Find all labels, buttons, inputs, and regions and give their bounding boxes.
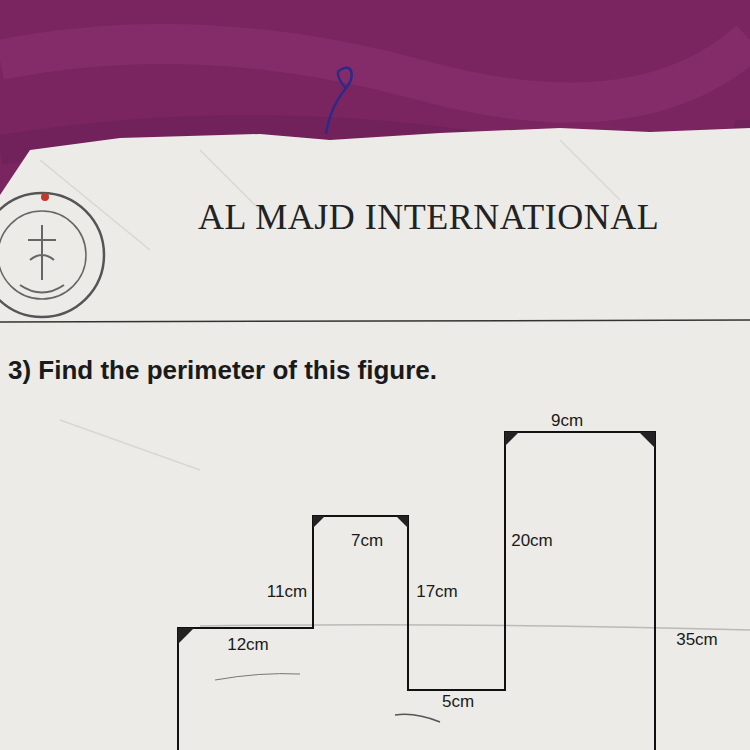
corner-mark <box>505 432 519 446</box>
dimension-label: 11cm <box>265 582 309 602</box>
dimension-label: 12cm <box>225 635 271 655</box>
dimension-label: 17cm <box>414 582 460 602</box>
header-rule <box>0 320 750 322</box>
corner-mark <box>396 516 408 528</box>
pencil-mark <box>395 714 440 722</box>
paper <box>0 128 750 750</box>
figure-outline <box>178 432 655 750</box>
dimension-label: 7cm <box>349 531 385 551</box>
blue-thread <box>326 68 352 134</box>
paper-crease <box>40 140 620 470</box>
dimension-label: 35cm <box>674 630 720 650</box>
seal-ring <box>0 211 86 299</box>
corner-mark <box>639 432 655 448</box>
dimension-label: 5cm <box>440 692 476 712</box>
corner-mark <box>178 628 194 644</box>
seal-ring <box>0 193 104 317</box>
school-seal <box>0 193 104 317</box>
corner-mark <box>313 516 325 528</box>
fabric-fold <box>0 40 750 103</box>
dimension-label: 9cm <box>549 411 585 431</box>
seal-emblem <box>20 225 64 293</box>
school-name: AL MAJD INTERNATIONAL <box>198 196 659 238</box>
question-title: 3) Find the perimeter of this figure. <box>8 355 437 386</box>
corner-marks <box>178 432 655 644</box>
dimension-label: 20cm <box>509 531 555 551</box>
red-pin <box>41 193 49 201</box>
pencil-mark <box>215 674 300 680</box>
